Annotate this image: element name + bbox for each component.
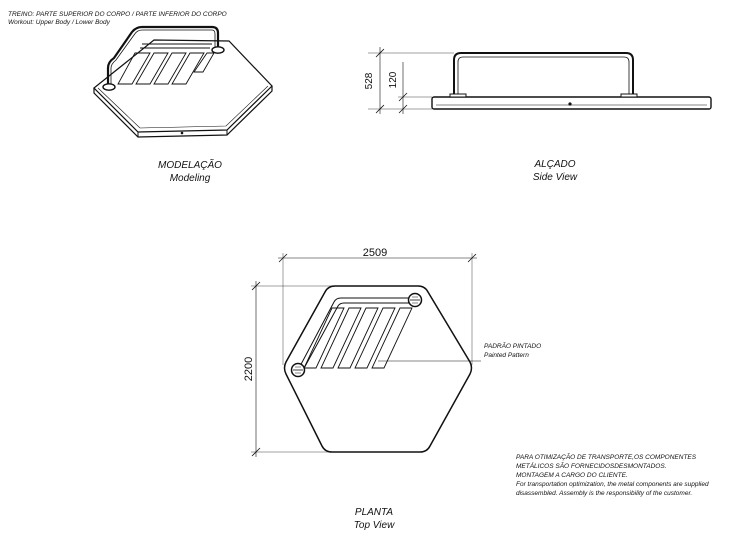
callout-line-1: PADRÃO PINTADO [484,341,541,350]
side-title: ALÇADO [533,159,575,170]
dim-plan-width: 2509 [363,247,387,259]
modeling-title: MODELAÇÃO [158,158,222,171]
modeling-subtitle: Modeling [170,173,211,184]
dim-side-bar: 120 [388,71,399,88]
note-line-5: disassembled. Assembly is the responsibi… [516,490,692,497]
transport-notes: PARA OTIMIZAÇÃO DE TRANSPORTE,OS COMPONE… [516,452,709,497]
top-title: PLANTA [355,507,393,518]
note-line-1: PARA OTIMIZAÇÃO DE TRANSPORTE,OS COMPONE… [516,452,697,461]
note-line-3: MONTAGEM A CARGO DO CLIENTE. [516,472,628,479]
side-subtitle: Side View [533,172,578,183]
modeling-view [93,25,273,138]
side-view [368,47,712,114]
header-line-1: TREINO: PARTE SUPERIOR DO CORPO / PARTE … [8,11,227,18]
header-line-2: Workout: Upper Body / Lower Body [8,19,111,26]
dim-side-total: 528 [364,72,375,89]
top-subtitle: Top View [354,520,395,531]
note-line-4: For transportation optimization, the met… [516,481,709,488]
note-line-2: METÁLICOS SÃO FORNECIDOSDESMONTADOS. [516,461,667,470]
dim-plan-height: 2200 [243,357,255,381]
callout-line-2: Painted Pattern [484,352,529,359]
top-view [251,253,481,457]
